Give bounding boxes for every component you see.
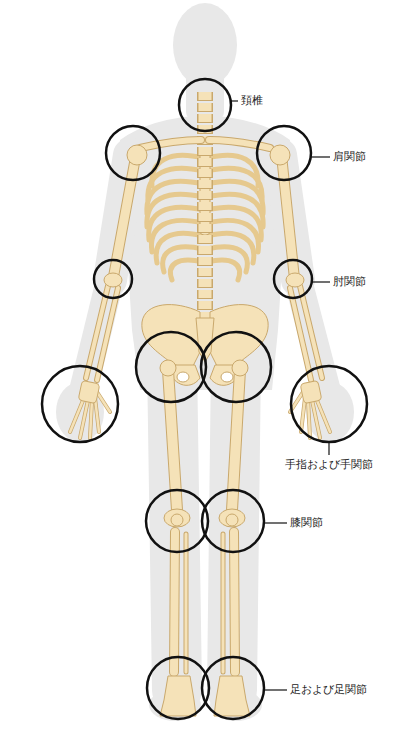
joint-label: 肘関節	[332, 275, 367, 289]
joint-label: 足および足関節	[289, 683, 368, 697]
joint-label: 肩関節	[332, 150, 367, 164]
joint-label: 膝関節	[289, 516, 324, 530]
joint-label: 頚椎	[240, 94, 264, 108]
joint-label: 手指および手関節	[284, 458, 374, 472]
